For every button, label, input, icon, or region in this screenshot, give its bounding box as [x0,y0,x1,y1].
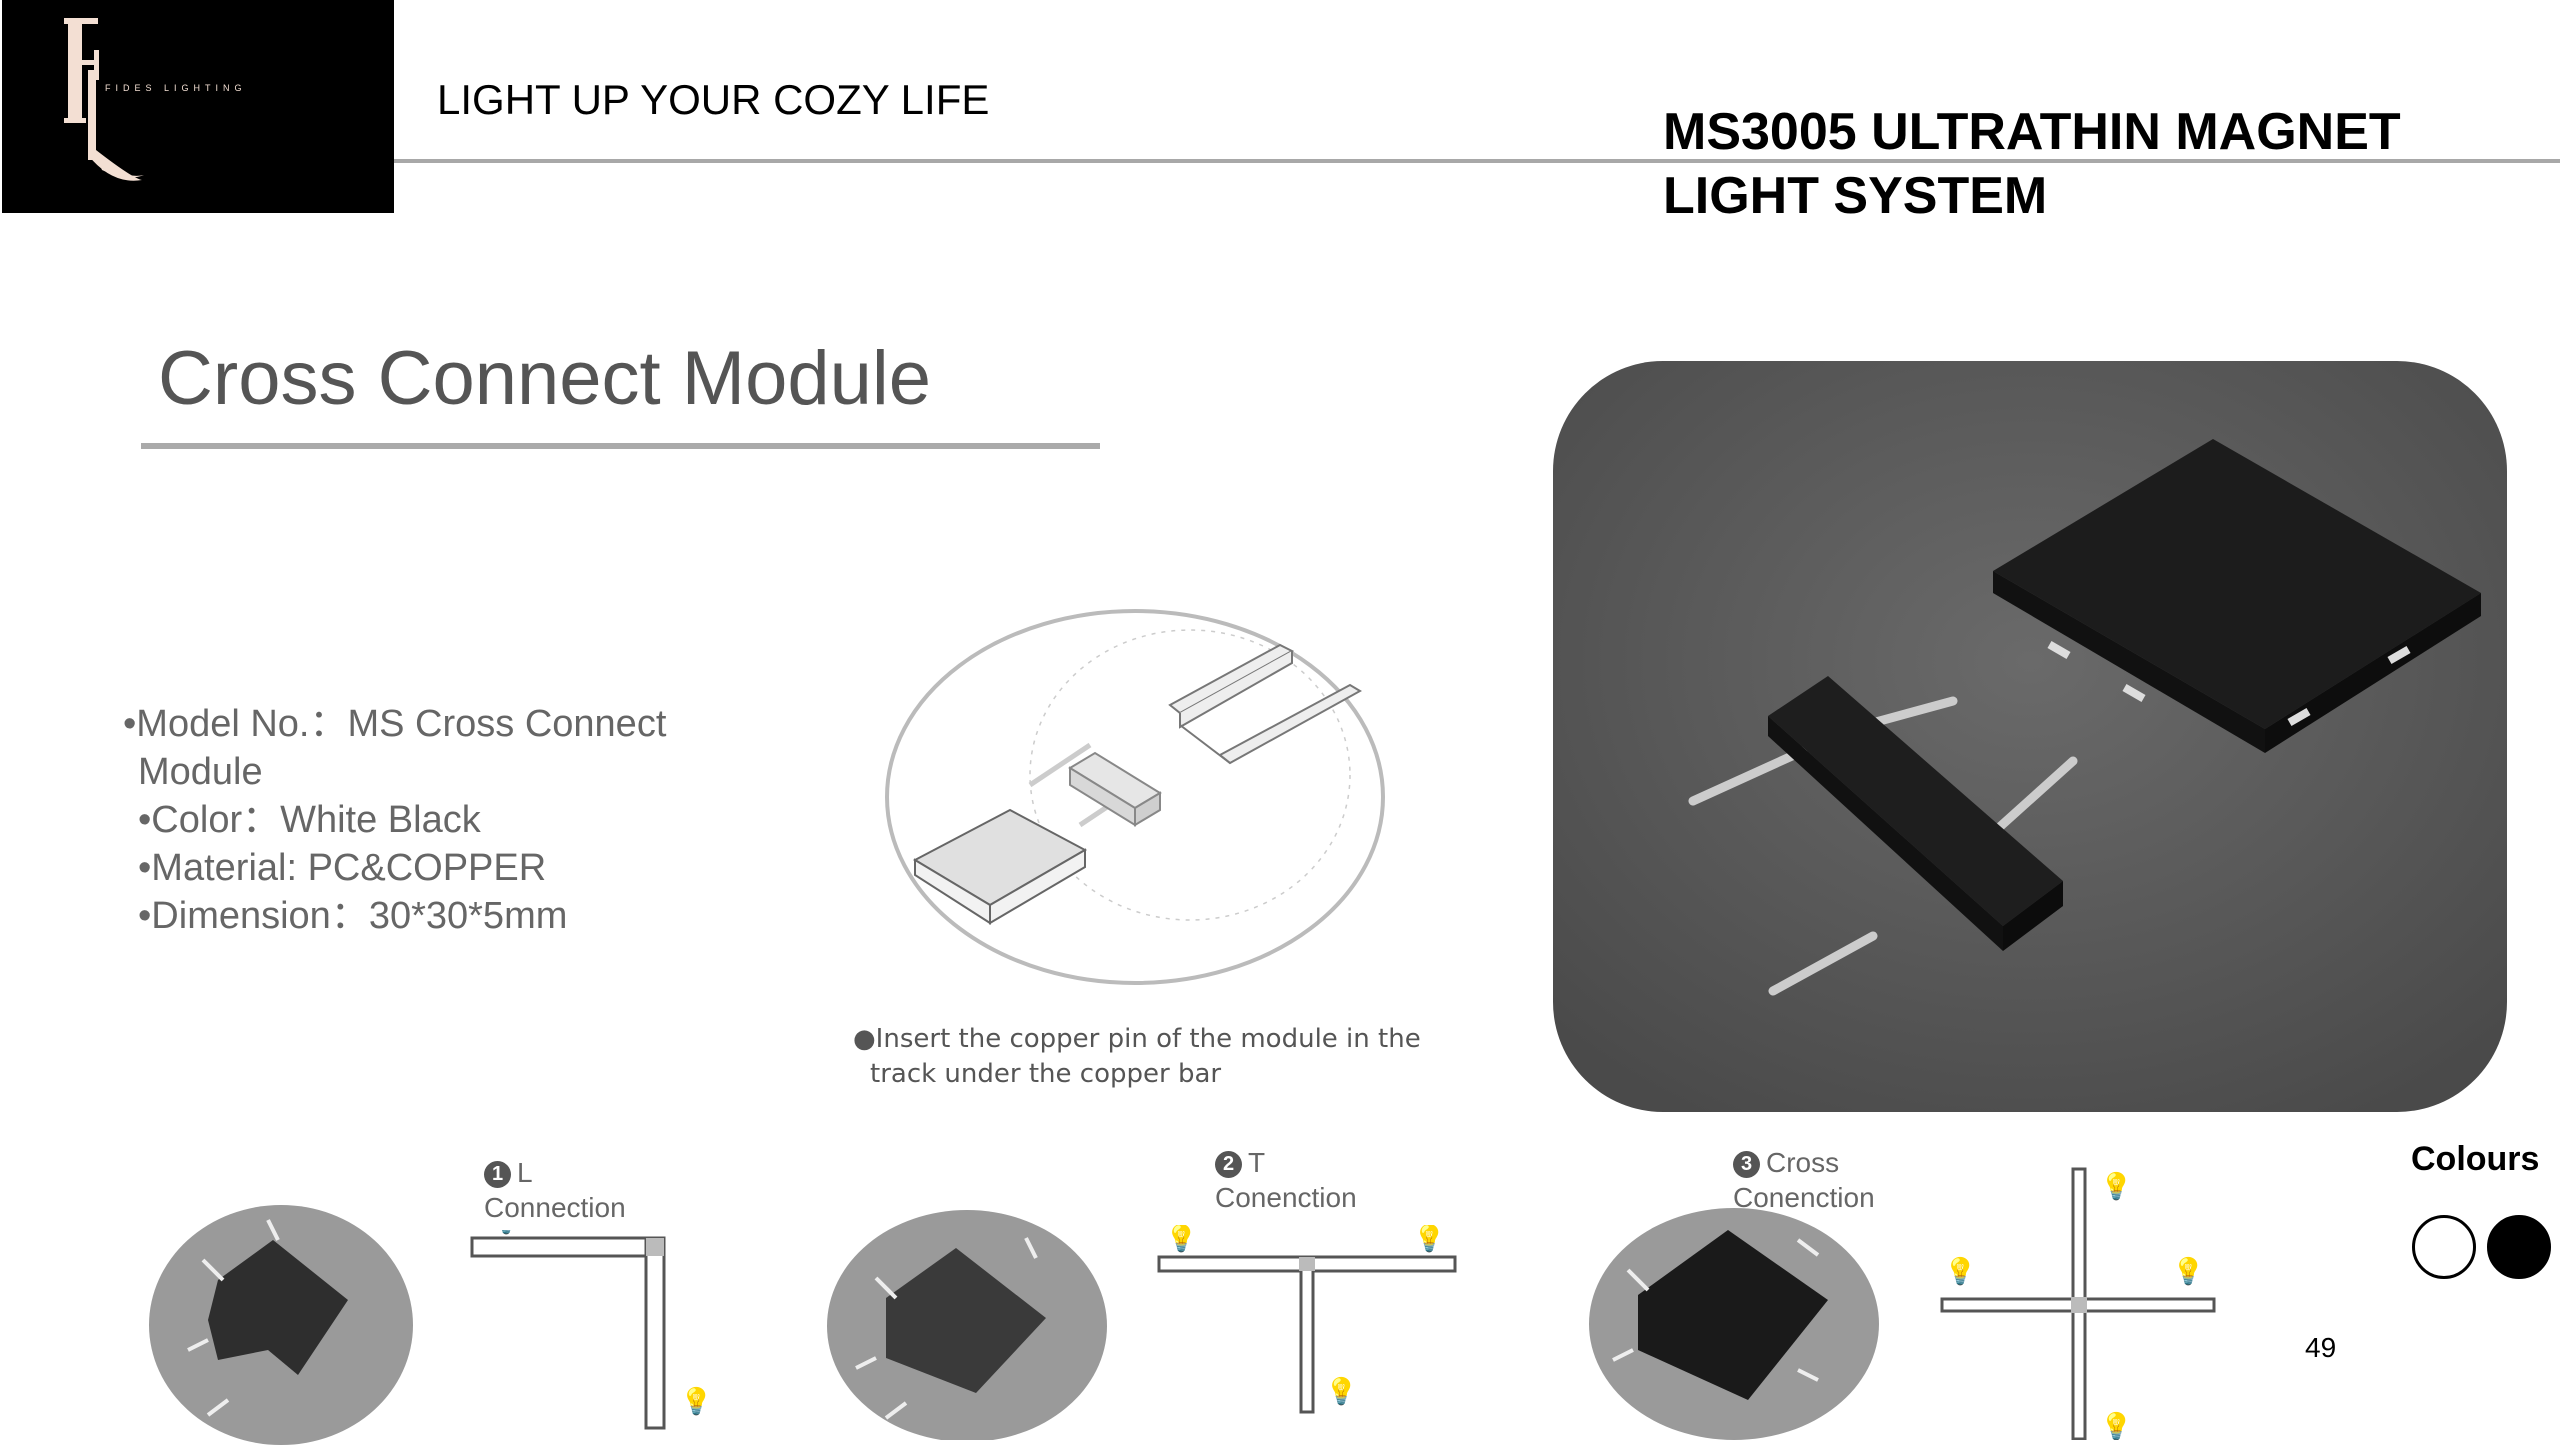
installation-diagram [885,609,1385,985]
product-title-line1: MS3005 ULTRATHIN MAGNET [1663,103,2401,161]
tagline: LIGHT UP YOUR COZY LIFE [437,76,990,123]
caption-line1: ●Insert the copper pin of the module in … [853,1024,1421,1054]
conn-line1: L [517,1157,533,1188]
step-number: 3 [1733,1151,1760,1178]
caption-line2: track under the copper bar [870,1059,1222,1089]
logo-monogram-icon: FIDES LIGHTING [64,18,247,181]
conn-line1: Cross [1766,1147,1840,1178]
colours-title: Colours [2411,1140,2540,1178]
bulb-icon: 💡 [1165,1225,1197,1253]
step-number: 2 [1215,1151,1242,1178]
bulb-icon: 💡 [490,1230,522,1235]
bulb-icon: 💡 [2172,1256,2204,1286]
logo-subtext: FIDES LIGHTING [105,83,247,93]
install-caption: ●Insert the copper pin of the module in … [853,1022,1421,1092]
brand-logo: FIDES LIGHTING [2,0,394,213]
track-profile [1168,643,1363,765]
l-connection-photo [149,1205,413,1445]
bulb-icon: 💡 [1413,1225,1445,1253]
spec-color: •Color：White Black [138,799,481,841]
title-underline [141,443,1100,449]
spec-model: •Model No.：MS Cross Connect [123,703,667,745]
colour-swatch-black [2487,1215,2551,1279]
bulb-icon: 💡 [1944,1256,1976,1286]
spec-list: •Model No.：MS Cross Connect Module •Colo… [123,700,666,940]
product-title-line2: LIGHT SYSTEM [1663,167,2048,225]
cross-connection-photo [1589,1208,1879,1440]
colour-swatch-white [2412,1215,2476,1279]
page-number: 49 [2305,1332,2337,1363]
product-photo [1553,361,2507,1112]
t-connection-photo [827,1210,1107,1440]
spec-material: •Material: PC&COPPER [138,847,547,889]
cross-connection-diagram: 💡 💡 💡 💡 [1940,1167,2216,1440]
square-module [1993,439,2481,753]
conn-line2: Connection [484,1192,626,1223]
connector-bar [1028,742,1162,828]
bar-connector [1688,676,2078,996]
bulb-icon: 💡 [2100,1171,2132,1201]
product-title: MS3005 ULTRATHIN MAGNET LIGHT SYSTEM [1663,100,2401,228]
spec-model-cont: Module [138,751,263,793]
spec-dimension: •Dimension：30*30*5mm [138,895,568,937]
bulb-icon: 💡 [1325,1376,1357,1406]
bulb-icon: 💡 [2100,1411,2132,1440]
conn-line1: T [1248,1147,1266,1178]
l-connection-diagram: 💡 💡 [470,1230,712,1430]
page-title: Cross Connect Module [158,336,932,421]
cross-module [912,808,1088,925]
conn-line2: Conenction [1733,1182,1875,1213]
header-divider [394,159,2560,163]
step-number: 1 [484,1161,511,1188]
bulb-icon: 💡 [680,1386,712,1416]
t-connection-diagram: 💡 💡 💡 [1157,1225,1457,1414]
conn-line2: Conenction [1215,1182,1357,1213]
